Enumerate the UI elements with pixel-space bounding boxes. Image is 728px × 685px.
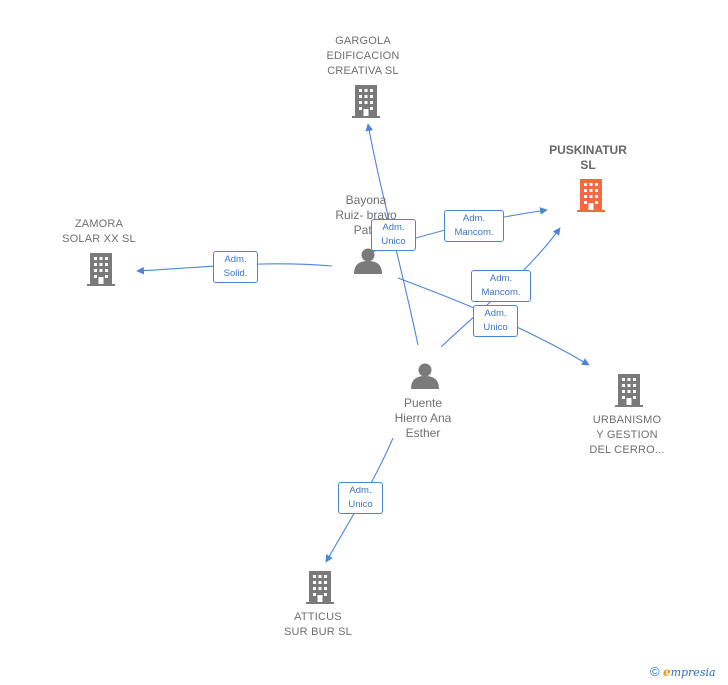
building-icon[interactable] <box>577 179 605 212</box>
node-label-zamora[interactable]: ZAMORA SOLAR XX SL <box>62 218 136 245</box>
node-label-atticus[interactable]: ATTICUS SUR BUR SL <box>283 611 353 638</box>
node-label-urbanismo[interactable]: URBANISMO Y GESTION DEL CERRO... <box>589 414 665 456</box>
brand-initial: e <box>662 665 671 679</box>
node-label-gargola[interactable]: GARGOLA EDIFICACION CREATIVA SL <box>326 35 400 77</box>
building-icon[interactable] <box>352 85 380 118</box>
copyright-icon: © <box>650 664 660 679</box>
edge-label-bayona-puskinatur: Adm. Mancom. <box>444 210 504 242</box>
edge-label-puente-gargola: Adm. Unico <box>371 219 416 251</box>
building-icon[interactable] <box>87 253 115 286</box>
building-icon[interactable] <box>306 571 334 604</box>
edge-label-puente-atticus: Adm. Unico <box>338 482 383 514</box>
edge-label-bayona-zamora: Adm. Solid. <box>213 251 258 283</box>
brand-name: mpresia <box>670 666 716 679</box>
node-label-puente[interactable]: Puente Hierro Ana Esther <box>394 396 452 440</box>
building-icon[interactable] <box>615 374 643 407</box>
person-icon[interactable] <box>411 363 439 390</box>
edge-label-bayona-urbanismo: Adm. Unico <box>473 305 518 337</box>
node-label-puskinatur[interactable]: PUSKINATUR SL <box>549 143 627 172</box>
edge-label-puente-puskinatur: Adm. Mancom. <box>471 270 531 302</box>
brand-logo: © empresia <box>650 664 716 679</box>
person-icon[interactable] <box>354 248 382 275</box>
